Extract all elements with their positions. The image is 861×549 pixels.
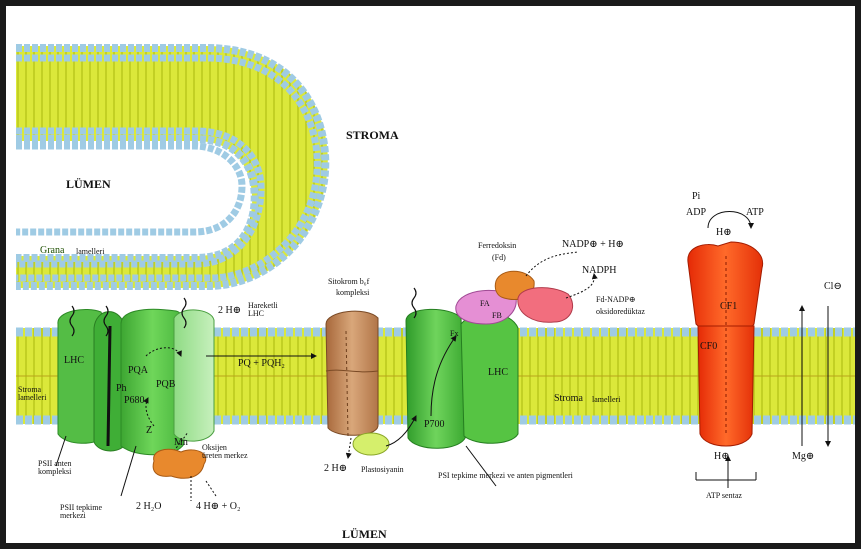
oxygen-products-label: 4 H⊕ + O₂ xyxy=(196,502,240,512)
fnr-label-2: oksidoredüktaz xyxy=(596,308,645,316)
atp-h-top-label: H⊕ xyxy=(716,228,732,238)
ferredoxin-fnr xyxy=(456,252,594,324)
cytochrome-label-1: Sitokrom b₆f xyxy=(328,278,369,286)
fd-label: (Fd) xyxy=(492,254,506,262)
nadp-label: NADP⊕ + H⊕ xyxy=(562,240,624,250)
psii-complex xyxy=(58,309,214,455)
cf1-label: CF1 xyxy=(720,302,737,312)
pi-label: Pi xyxy=(692,192,700,202)
plastocyanin xyxy=(353,433,389,455)
mg-ion-label: Mg⊕ xyxy=(792,452,814,462)
p680-label: P680 xyxy=(124,396,145,406)
psi-lhc-label: LHC xyxy=(488,368,508,378)
pheo-label: Ph xyxy=(116,384,127,394)
z-label: Z xyxy=(146,426,152,436)
pq-pool-label: PQ + PQH₂ xyxy=(238,359,285,369)
adp-label: ADP xyxy=(686,208,706,218)
ferredoxin-label: Ferredoksin xyxy=(478,242,516,250)
pqa-label: PQA xyxy=(128,366,148,376)
psii-lhc-label: LHC xyxy=(64,356,84,366)
grana-label: Grana xyxy=(40,246,64,256)
stroma-lamella-label: Stroma xyxy=(554,394,583,404)
fa-label: FA xyxy=(480,300,490,308)
cf0-label: CF0 xyxy=(700,342,717,352)
water-label: 2 H₂O xyxy=(136,502,161,512)
psii-antenna-label: PSII anten kompleksi xyxy=(38,460,74,476)
cytochrome-h-label: 2 H⊕ xyxy=(324,464,347,474)
oxygen-evolving-complex xyxy=(153,449,206,478)
p700-label: P700 xyxy=(424,420,445,430)
fx-label: Fx xyxy=(450,330,458,338)
atp-synthase-label: ATP sentaz xyxy=(706,492,742,500)
psii-h-label: 2 H⊕ xyxy=(218,306,241,316)
oxygen-complex-label: Oksijen üreten merkez xyxy=(202,444,248,460)
mn-label: Mn xyxy=(174,438,188,448)
fnr-label-1: Fd-NADP⊕ xyxy=(596,296,636,304)
pqb-label: PQB xyxy=(156,380,175,390)
cytochrome-label-2: kompleksi xyxy=(336,289,369,297)
atp-label: ATP xyxy=(746,208,764,218)
psi-complex xyxy=(406,309,518,486)
plastocyanin-label: Plastosiyanin xyxy=(361,466,404,474)
mobile-lhc-label: Hareketli LHC xyxy=(248,302,288,318)
nadph-label: NADPH xyxy=(582,266,616,276)
atp-h-bottom-label: H⊕ xyxy=(714,452,730,462)
fb-label: FB xyxy=(492,312,502,320)
grana-lumen-label: LÜMEN xyxy=(66,178,111,190)
cl-ion-label: Cl⊖ xyxy=(824,282,842,292)
cytochrome-b6f xyxy=(326,311,378,436)
grana-sub-label: lamelleri xyxy=(76,248,104,256)
psi-label: PSI tepkime merkezi ve anten pigmentleri xyxy=(438,472,578,480)
psii-reaction-center-label: PSII tepkime merkezi xyxy=(60,504,106,520)
stroma-lamella-sub-label: lamelleri xyxy=(592,396,620,404)
thylakoid-diagram xyxy=(6,6,861,549)
left-lamella-label: Stroma lamelleri xyxy=(18,386,48,402)
lumen-label: LÜMEN xyxy=(342,528,387,540)
stroma-label: STROMA xyxy=(346,129,399,141)
